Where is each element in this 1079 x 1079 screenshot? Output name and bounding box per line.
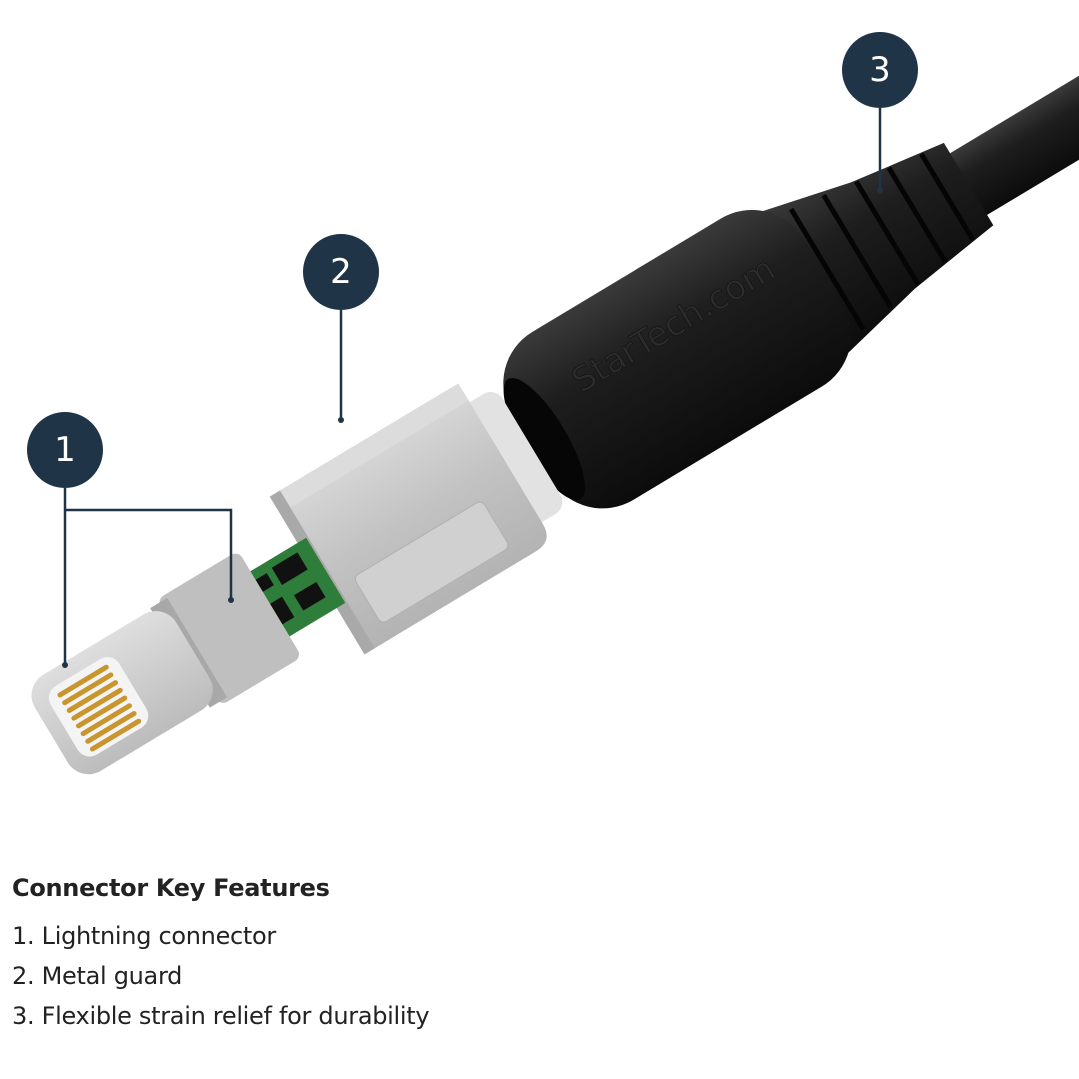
connector-boot [503,209,852,509]
badge-1: 1 [27,412,103,488]
svg-text:1: 1 [54,430,76,470]
svg-text:2: 2 [330,252,352,292]
badge-3: 3 [842,32,918,108]
leader-lines [63,108,882,665]
svg-text:3: 3 [869,50,891,90]
boot-opening [503,377,585,501]
feature-item: 3. Flexible strain relief for durability [12,1002,430,1030]
lightning-connector [31,553,299,775]
metal-guard [269,383,563,655]
feature-item: 1. Lightning connector [12,922,276,950]
features-list: Connector Key Features 1. Lightning conn… [12,874,430,1036]
gold-pins [57,664,142,752]
cable [935,45,1079,220]
features-title: Connector Key Features [12,874,330,902]
feature-item: 2. Metal guard [12,962,183,990]
badge-2: 2 [303,234,379,310]
